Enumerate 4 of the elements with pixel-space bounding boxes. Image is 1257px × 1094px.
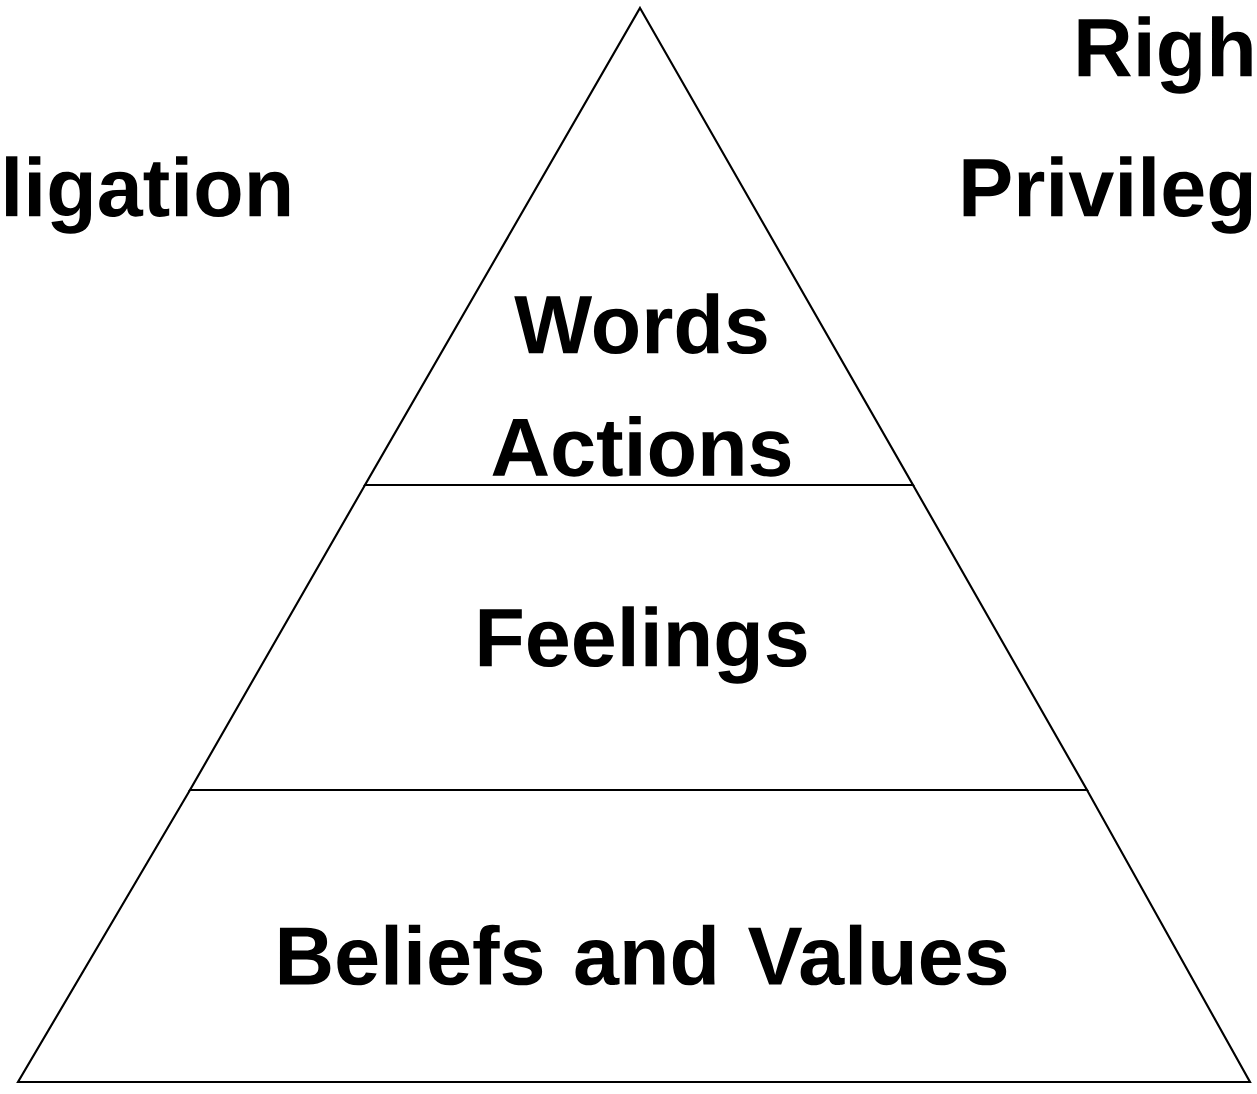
- pyramid-band: Feelings: [188, 483, 1089, 792]
- pyramid-band: Beliefs and Values: [16, 788, 1252, 1084]
- side-label: ligation: [6, 156, 290, 234]
- side-label: Righ: [1078, 16, 1252, 94]
